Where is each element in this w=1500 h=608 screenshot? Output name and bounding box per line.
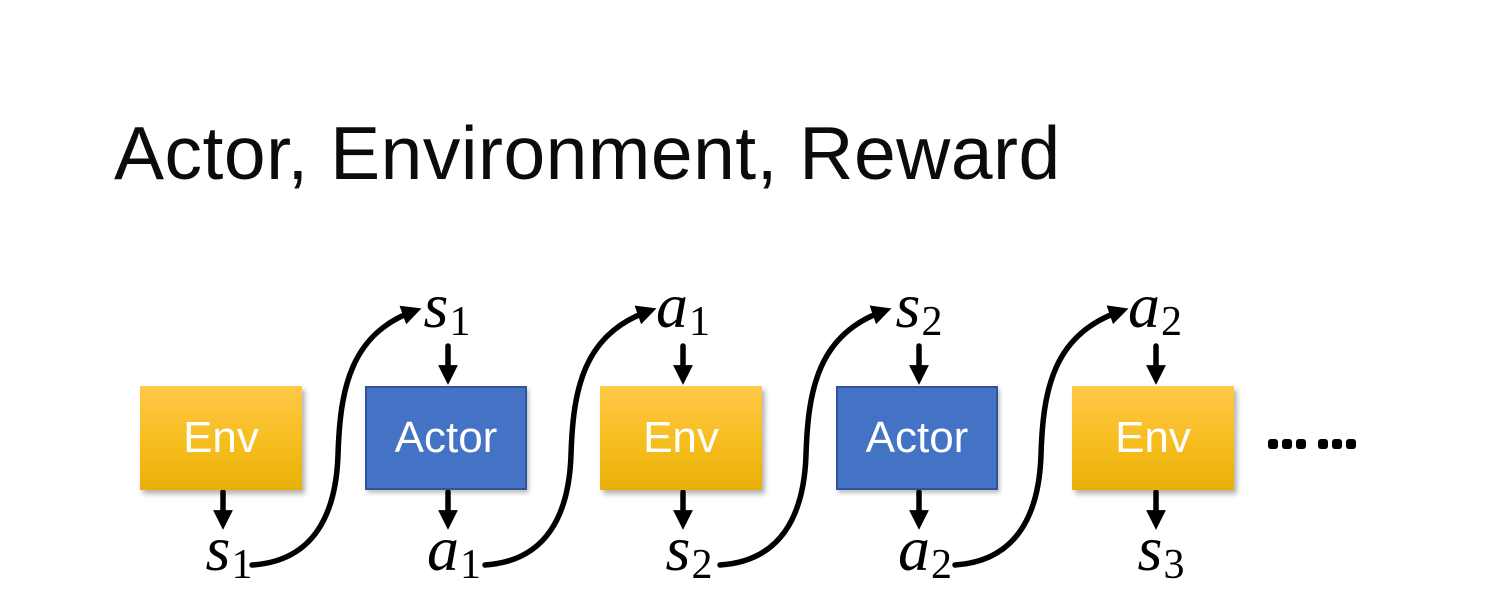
bottom-label-s1-sub: 1 <box>231 541 253 588</box>
top-label-s1: s1 <box>424 274 471 343</box>
actor-box-1-label: Actor <box>394 413 498 462</box>
page-title: Actor, Environment, Reward <box>114 111 1061 195</box>
bottom-label-s1: s1 <box>206 517 253 586</box>
top-label-s2-sub: 2 <box>921 298 943 345</box>
bottom-label-s1-base: s <box>205 513 231 584</box>
bottom-label-s3-base: s <box>1137 513 1163 584</box>
env-box-2: Env <box>600 386 762 490</box>
bottom-label-a1-base: a <box>427 513 459 584</box>
bottom-label-s2: s2 <box>666 517 713 586</box>
dot <box>1268 439 1278 449</box>
top-label-a2-base: a <box>1128 270 1160 341</box>
bottom-label-a2-sub: 2 <box>931 541 952 588</box>
bottom-label-a1-sub: 1 <box>460 541 481 588</box>
actor-box-2: Actor <box>836 386 998 490</box>
top-label-a2: a2 <box>1128 274 1182 343</box>
top-label-a2-sub: 2 <box>1161 298 1182 345</box>
dot <box>1332 439 1342 449</box>
bottom-label-s3: s3 <box>1138 517 1185 586</box>
dot <box>1346 439 1356 449</box>
top-label-s1-sub: 1 <box>449 298 471 345</box>
env-box-3-label: Env <box>1115 413 1191 462</box>
top-label-s2: s2 <box>896 274 943 343</box>
dot <box>1296 439 1306 449</box>
bottom-label-a2: a2 <box>898 517 952 586</box>
top-label-s2-base: s <box>895 270 921 341</box>
env-box-1: Env <box>140 386 302 490</box>
env-box-1-label: Env <box>183 413 259 462</box>
env-box-2-label: Env <box>643 413 719 462</box>
top-label-s1-base: s <box>423 270 449 341</box>
bottom-label-a1: a1 <box>427 517 481 586</box>
ellipsis-dots: …… <box>1268 439 1360 449</box>
actor-box-1: Actor <box>365 386 527 490</box>
env-box-3: Env <box>1072 386 1234 490</box>
actor-box-2-label: Actor <box>865 413 969 462</box>
bottom-label-s2-sub: 2 <box>691 541 713 588</box>
dot <box>1282 439 1292 449</box>
dot <box>1318 439 1328 449</box>
top-label-a1: a1 <box>656 274 710 343</box>
bottom-label-a2-base: a <box>898 513 930 584</box>
top-label-a1-sub: 1 <box>689 298 710 345</box>
top-label-a1-base: a <box>656 270 688 341</box>
bottom-label-s3-sub: 3 <box>1163 541 1185 588</box>
bottom-label-s2-base: s <box>665 513 691 584</box>
